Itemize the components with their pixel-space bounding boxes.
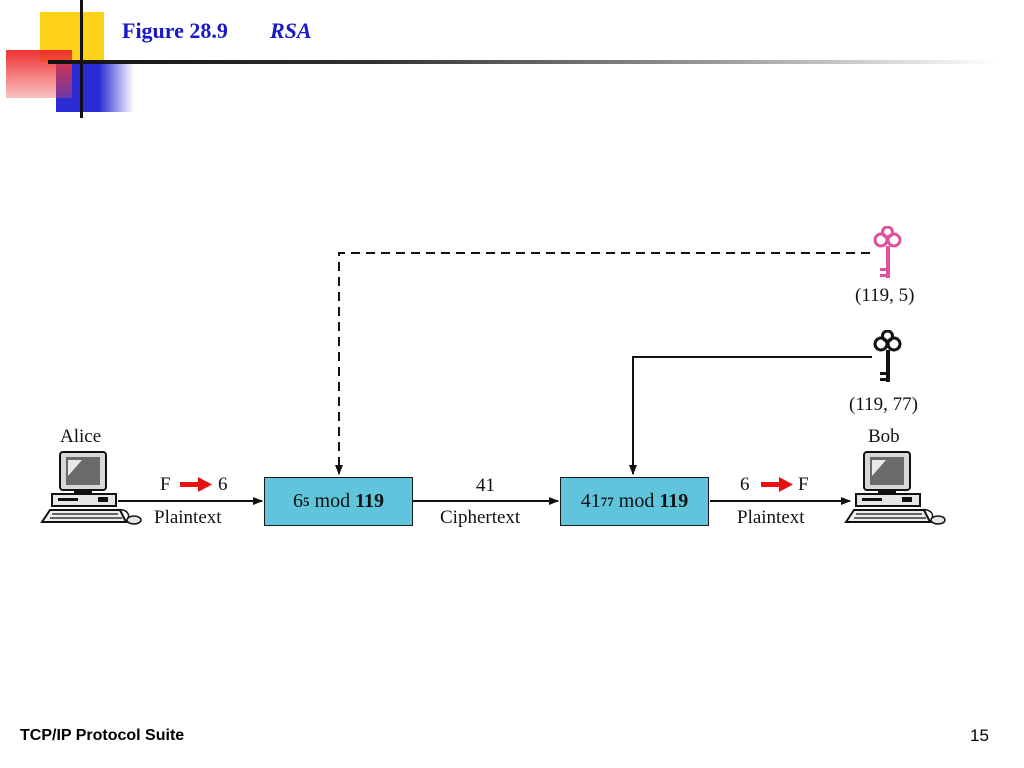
ciphertext-value: 41 <box>476 475 495 496</box>
private-key-path <box>629 356 872 475</box>
bob-label: Bob <box>868 426 900 447</box>
encrypt-exponent: 5 <box>303 493 310 509</box>
figure-title: RSA <box>270 18 312 43</box>
decrypt-exponent: 77 <box>600 493 614 509</box>
encrypt-op: mod <box>314 490 351 512</box>
red-arrow-icon <box>180 477 212 492</box>
public-key-icon <box>873 226 902 278</box>
decrypt-modulus: 119 <box>659 490 689 512</box>
public-key-path <box>335 252 870 475</box>
red-arrow-icon <box>761 477 793 492</box>
plaintext-out-number: 6 <box>740 474 750 495</box>
figure-number: Figure 28.9 <box>122 18 228 43</box>
plaintext-out-label: Plaintext <box>737 507 805 528</box>
private-key-label: (119, 77) <box>849 394 918 415</box>
plaintext-in-label: Plaintext <box>154 507 222 528</box>
plaintext-number: 6 <box>218 474 228 495</box>
plaintext-out-letter: F <box>798 474 809 495</box>
decor-red-square <box>6 50 72 98</box>
page-number: 15 <box>970 726 989 745</box>
decrypt-op: mod <box>618 490 655 512</box>
plaintext-letter: F <box>160 474 171 495</box>
encrypt-base: 6 <box>293 490 304 512</box>
footer-book-title: TCP/IP Protocol Suite <box>20 727 185 744</box>
title-underline <box>48 60 998 64</box>
decrypt-base: 41 <box>580 490 601 512</box>
ciphertext-label: Ciphertext <box>440 507 521 528</box>
public-key-label: (119, 5) <box>855 285 915 306</box>
alice-label: Alice <box>60 426 102 447</box>
alice-computer-icon <box>40 451 142 525</box>
decor-vertical-line <box>80 0 83 118</box>
private-key-icon <box>873 330 902 382</box>
bob-computer-icon <box>844 451 946 525</box>
encrypt-modulus: 119 <box>355 490 384 512</box>
